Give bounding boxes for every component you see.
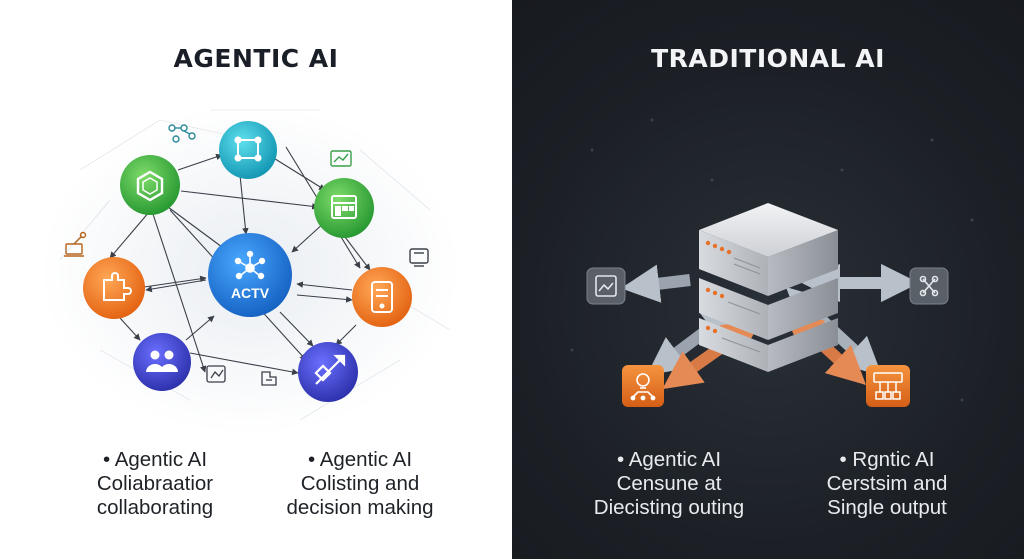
node-mobile [352, 267, 412, 327]
traditional-bullet-2: • Rgntic AI Cerstsim and Single output [802, 448, 972, 520]
node-network [219, 121, 277, 179]
small-flow-icon [168, 124, 196, 143]
bullet-line: • Agentic AI [616, 448, 722, 471]
bullet-line: • Agentic AI [307, 448, 413, 471]
bullet-line: Single output [827, 496, 947, 519]
agentic-ai-title: AGENTIC AI [173, 44, 339, 73]
traditional-bullet-1: • Agentic AI Censune at Diecisting outin… [574, 448, 764, 520]
server-stack-icon [699, 203, 838, 372]
node-hexagon [120, 155, 180, 215]
small-device-icon [409, 248, 429, 267]
connection-arrows [109, 146, 371, 376]
small-workflow-icon [64, 231, 87, 257]
flowchart-box-icon [866, 365, 910, 407]
small-refresh-icon [206, 365, 226, 383]
bullet-line: Censune at [616, 472, 722, 495]
agentic-network-diagram: ACTV [40, 105, 460, 435]
small-chart-icon [330, 150, 352, 167]
bullet-line: collaborating [96, 496, 214, 519]
document-box-icon [586, 267, 626, 305]
lightbulb-box-icon [622, 365, 664, 407]
bullet-line: Diecisting outing [593, 496, 745, 519]
node-calendar [314, 178, 374, 238]
small-link-icon [261, 371, 277, 386]
bullet-line: decision making [286, 496, 434, 519]
background-dots [570, 118, 974, 402]
traditional-server-diagram [570, 118, 974, 407]
bullet-line: • Rgntic AI [839, 448, 935, 471]
node-team [133, 333, 191, 391]
traditional-ai-panel: TRADITIONAL AI • Agentic AI Censune at D… [512, 0, 1024, 559]
node-puzzle [83, 257, 145, 319]
network-box-icon [909, 267, 949, 305]
traditional-ai-title: TRADITIONAL AI [651, 44, 885, 73]
agentic-bullet-2: • Agentic AI Colisting and decision maki… [270, 448, 450, 520]
bullet-line: • Agentic AI [102, 448, 208, 471]
node-center-hub: ACTV [208, 233, 292, 317]
node-tool [298, 342, 358, 402]
agentic-ai-panel: ACTV [40, 44, 460, 520]
center-node-label: ACTV [231, 285, 270, 301]
agentic-bullet-1: • Agentic AI Coliabraatior collaborating [75, 448, 235, 520]
bullet-line: Colisting and [300, 472, 420, 495]
bullet-line: Coliabraatior [96, 472, 214, 495]
bullet-line: Cerstsim and [826, 472, 948, 495]
